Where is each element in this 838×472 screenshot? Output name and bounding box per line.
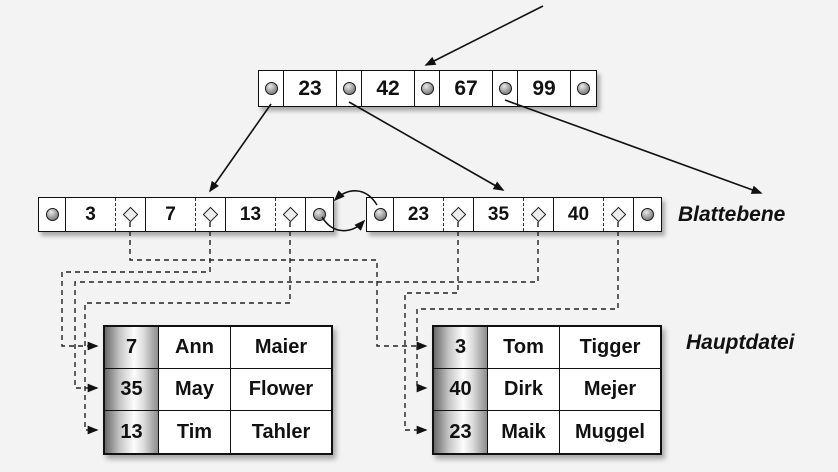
root-pointer-slot-3	[415, 71, 440, 106]
record-firstname: Ann	[159, 327, 231, 369]
leaf-left-next-pointer	[306, 198, 333, 231]
record-pointer-slot	[444, 198, 474, 231]
pointer-dot-icon	[264, 82, 278, 95]
leaf-level-label: Blattebene	[678, 203, 786, 226]
record-key: 13	[105, 411, 159, 453]
record-lastname: Mejer	[560, 369, 660, 411]
record-key: 35	[105, 369, 159, 411]
pointer-dot-icon	[313, 208, 326, 221]
root-key-cell: 23	[284, 71, 337, 106]
leaf-key-cell: 13	[226, 198, 276, 231]
main-file-table-right: 3 Tom Tigger 40 Dirk Mejer 23 Maik Mugge…	[432, 325, 662, 455]
diamond-icon	[450, 206, 467, 223]
root-pointer-slot-4	[493, 71, 518, 106]
leaf-key-cell: 35	[474, 198, 524, 231]
diamond-icon	[610, 206, 627, 223]
pointer-dot-icon	[373, 208, 387, 221]
pointer-dot-icon	[420, 82, 434, 95]
root-pointer-slot-2	[337, 71, 362, 106]
root-pointer-slot-5	[571, 71, 596, 106]
leaf-right-next-pointer	[634, 198, 661, 231]
record-pointer-slot	[276, 198, 306, 231]
pointer-dot-icon	[342, 82, 356, 95]
main-file-label: Hauptdatei	[686, 331, 795, 354]
record-pointer-slot	[604, 198, 634, 231]
main-file-table-left: 7 Ann Maier 35 May Flower 13 Tim Tahler	[103, 325, 333, 455]
diamond-icon	[530, 206, 547, 223]
root-key-cell: 42	[362, 71, 415, 106]
record-pointer-slot	[196, 198, 226, 231]
record-key: 7	[105, 327, 159, 369]
root-to-next-leaf-arrow	[504, 99, 763, 194]
record-firstname: May	[159, 369, 231, 411]
record-lastname: Muggel	[575, 420, 645, 443]
root-to-left-leaf-arrow	[209, 103, 272, 193]
record-key: 40	[434, 369, 488, 411]
pointer-dot-icon	[641, 208, 654, 221]
root-pointer-slot-1	[259, 71, 284, 106]
pointer-dot-icon	[577, 82, 590, 95]
diamond-icon	[122, 206, 139, 223]
root-to-right-leaf-arrow	[348, 101, 505, 191]
incoming-root-arrow	[424, 5, 544, 66]
leaf-node-right: 23 35 40	[366, 197, 662, 232]
diamond-icon	[202, 206, 219, 223]
record-lastname: Tigger	[560, 327, 660, 369]
record-pointer-slot	[524, 198, 554, 231]
pointer-dot-icon	[45, 208, 59, 221]
record-lastname: Tahler	[251, 420, 311, 443]
record-key: 23	[434, 411, 488, 453]
leaf-right-prev-pointer	[367, 198, 394, 231]
leaf-key-cell: 40	[554, 198, 604, 231]
record-firstname: Tim	[159, 411, 231, 453]
record-lastname: Flower	[231, 369, 331, 411]
diamond-icon	[282, 206, 299, 223]
record-firstname: Maik	[488, 411, 560, 453]
record-firstname: Tom	[488, 327, 560, 369]
pointer-dot-icon	[498, 82, 512, 95]
record-firstname: Dirk	[488, 369, 560, 411]
root-key-cell: 99	[518, 71, 571, 106]
leaf-node-left: 3 7 13	[38, 197, 334, 232]
leaf-key-cell: 3	[66, 198, 116, 231]
leaf-left-prev-pointer	[39, 198, 66, 231]
record-lastname: Maier	[231, 327, 331, 369]
leaf-key-cell: 23	[394, 198, 444, 231]
record-key: 3	[434, 327, 488, 369]
root-node: 23 42 67 99	[258, 70, 597, 107]
leaf-key-cell: 7	[146, 198, 196, 231]
record-pointer-slot	[116, 198, 146, 231]
root-key-cell: 67	[440, 71, 493, 106]
